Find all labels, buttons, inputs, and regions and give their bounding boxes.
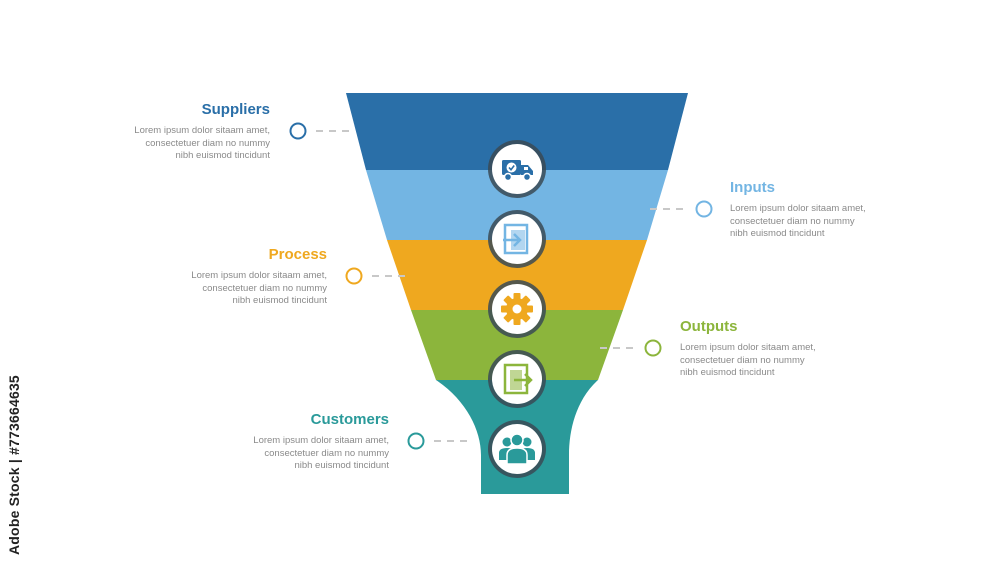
connector-ring <box>289 122 307 140</box>
title-outputs: Outputs <box>680 318 738 335</box>
title-process: Process <box>268 246 327 263</box>
funnel-band-outputs <box>411 310 623 380</box>
label-suppliers: Suppliers Lorem ipsum dolor sitaam amet,… <box>100 101 270 163</box>
sign-in-icon <box>503 223 529 255</box>
funnel-bands <box>346 93 688 494</box>
person-head <box>522 437 532 447</box>
person-head <box>510 433 524 447</box>
connector-ring <box>345 267 363 285</box>
connector-ring <box>695 200 713 218</box>
sign-in-icon-badge <box>488 210 546 268</box>
sign-out-icon <box>503 363 533 395</box>
desc-process: Lorem ipsum dolor sitaam amet, consectet… <box>191 270 327 306</box>
label-inputs: Inputs Lorem ipsum dolor sitaam amet, co… <box>730 179 900 241</box>
connector-inputs <box>650 200 713 218</box>
truck-window <box>524 167 528 170</box>
arrow-head <box>524 373 533 387</box>
watermark-text: Adobe Stock | #773664635 <box>6 375 22 555</box>
truck-wheel <box>503 172 513 182</box>
truck-icon-badge <box>488 140 546 198</box>
person-head <box>502 437 512 447</box>
truck-wheel <box>522 172 532 182</box>
connector-suppliers <box>289 122 352 140</box>
title-suppliers: Suppliers <box>201 101 270 118</box>
label-process: Process Lorem ipsum dolor sitaam amet, c… <box>157 246 327 308</box>
connector-ring <box>407 432 425 450</box>
desc-suppliers: Lorem ipsum dolor sitaam amet, consectet… <box>134 125 270 161</box>
desc-outputs: Lorem ipsum dolor sitaam amet, consectet… <box>680 342 816 378</box>
truck-check <box>508 165 515 171</box>
sign-out-icon-badge <box>488 350 546 408</box>
funnel-band-suppliers <box>346 93 688 170</box>
desc-customers: Lorem ipsum dolor sitaam amet, consectet… <box>253 435 389 471</box>
label-outputs: Outputs Lorem ipsum dolor sitaam amet, c… <box>680 318 850 380</box>
gear-icon <box>501 293 533 325</box>
title-customers: Customers <box>310 411 389 428</box>
label-customers: Customers Lorem ipsum dolor sitaam amet,… <box>219 411 389 473</box>
gear-hole <box>512 304 522 314</box>
title-inputs: Inputs <box>730 179 775 196</box>
person-body <box>506 447 528 465</box>
connector-ring <box>644 339 662 357</box>
gear-icon-badge <box>488 280 546 338</box>
connector-process <box>345 267 408 285</box>
funnel-band-inputs <box>366 170 668 240</box>
connector-customers <box>407 432 470 450</box>
people-icon-badge <box>488 420 546 478</box>
desc-inputs: Lorem ipsum dolor sitaam amet, consectet… <box>730 203 866 239</box>
people-icon <box>499 433 535 465</box>
truck-icon <box>502 160 533 182</box>
connector-outputs <box>600 339 662 357</box>
funnel-band-process <box>387 240 647 310</box>
truck-badge <box>506 162 517 173</box>
arrow-head <box>513 233 522 247</box>
